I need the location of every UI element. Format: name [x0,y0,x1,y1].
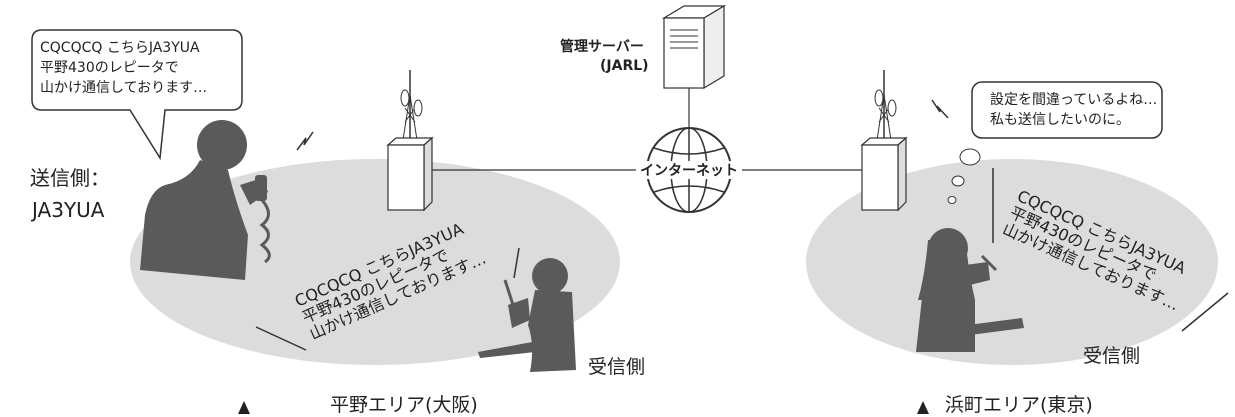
globe-icon [636,127,742,213]
thought-bubble-line-2: 私も送信したいのに。 [990,112,1130,128]
hirano-coverage-area [130,159,620,365]
hamacho-repeater-icon [860,70,908,212]
hamacho-area-name: 浜町エリア(東京) [945,394,1093,416]
server-icon [661,4,727,90]
signal-bolt-icon [296,131,314,151]
sender-bubble-line-1: CQCQCQ こちらJA3YUA [40,40,200,56]
thought-bubble-line-1: 設定を間違っているよね… [990,92,1158,108]
hirano-receiver-silhouette [478,258,576,372]
hirano-repeater-icon [386,70,434,212]
sender-role-label: 送信側： [30,166,110,190]
sender-bubble-line-2: 平野430のレピータで [40,60,179,76]
hirano-broadcast-line-lower [255,326,307,351]
signal-bolt-icon [931,99,949,119]
hirano-broadcast-line-upper [513,247,520,279]
hirano-area-marker-icon [238,401,250,414]
internet-label: インターネット [640,163,738,179]
hamacho-broadcast-line-lower [1181,292,1229,332]
hamacho-coverage-area [806,159,1218,365]
sender-speech-bubble [31,29,243,161]
hirano-receiver-label: 受信側 [588,356,646,378]
hamacho-area-marker-icon [917,401,929,414]
server-subtitle: (JARL) [600,58,649,74]
sender-silhouette [140,120,271,280]
thought-bubble [947,81,1163,204]
hirano-area-name: 平野エリア(大阪) [330,394,478,416]
sender-bubble-line-3: 山かけ通信しております… [40,80,208,96]
server-title: 管理サーバー [560,39,644,55]
hamacho-receiver-silhouette [916,228,1024,352]
sender-callsign: JA3YUA [32,198,105,222]
hamacho-receiver-label: 受信側 [1083,345,1141,367]
